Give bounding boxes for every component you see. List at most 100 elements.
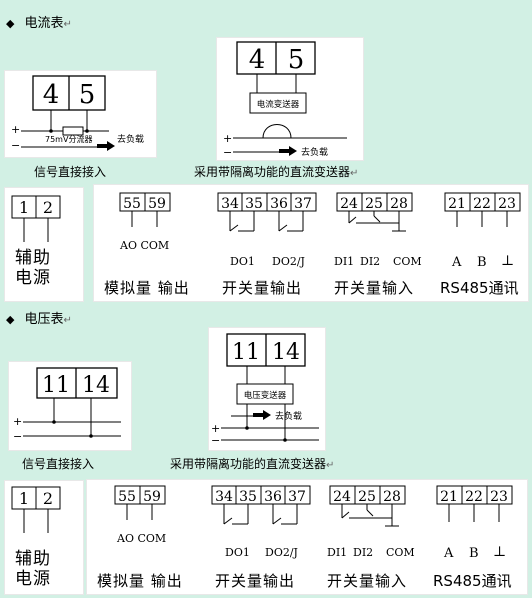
terminal-number: 5 [288, 45, 305, 75]
switch-input-label: 开关量输入 [327, 572, 408, 590]
aux-power-terminals: 1 2 [11, 195, 61, 242]
voltage-meter-heading: ◆电压表↵ [6, 312, 72, 327]
voltage-direct-wiring: 11 14 + − [13, 367, 121, 443]
terminal-number: 22 [465, 489, 483, 505]
voltage-io-panel: 55 59 34 35 36 37 24 25 28 [86, 479, 528, 595]
current-meter-heading: ◆电流表↵ [6, 16, 72, 31]
current-io-wiring: 55 59 34 35 36 37 24 25 28 [119, 192, 521, 232]
terminal-number: 34 [215, 489, 233, 505]
load-label: 去负载 [301, 146, 328, 158]
terminal-number: 34 [221, 196, 239, 212]
minus-sign: − [211, 434, 220, 447]
terminal-number: 1 [19, 489, 29, 508]
terminal-number: 14 [272, 340, 300, 365]
current-direct-diagram: 4 5 + − 75mV分流器 去负载 [4, 70, 157, 158]
shunt-label: 75mV分流器 [45, 134, 92, 144]
terminal-number: 59 [148, 196, 166, 212]
terminal-number: 21 [448, 196, 466, 212]
rs485-a-signal: A [452, 255, 462, 270]
do1-signal: DO1 [230, 255, 255, 268]
analog-output-label: 模拟量 输出 [104, 279, 190, 297]
terminal-number: 4 [249, 45, 266, 75]
di1-signal: DI1 [327, 546, 348, 559]
terminal-number: 25 [365, 196, 383, 212]
terminal-number: 55 [118, 489, 136, 505]
di1-signal: DI1 [334, 255, 355, 268]
current-aux-power-panel: 1 2 辅助 电源 [4, 187, 84, 302]
voltage-direct-caption: 信号直接接入 [22, 457, 95, 471]
current-isolated-diagram: 4 5 电流变送器 + − 去负载 [216, 37, 364, 161]
terminal-number: 11 [232, 340, 260, 365]
minus-sign: − [13, 430, 22, 443]
load-label: 去负载 [275, 410, 302, 422]
rs485-b-signal: B [477, 255, 487, 270]
aux-power-label: 辅助 电源 [15, 549, 51, 589]
terminal-number: 14 [82, 373, 110, 398]
voltage-aux-power-panel: 1 2 辅助 电源 [4, 480, 84, 595]
analog-signals: AO COM [120, 239, 170, 252]
switch-input-label: 开关量输入 [334, 279, 415, 297]
voltage-isolated-diagram: 11 14 电压变送器 去负载 + − [208, 327, 326, 451]
terminal-number: 24 [333, 489, 351, 505]
terminal-number: 28 [390, 196, 408, 212]
terminal-number: 55 [123, 196, 141, 212]
minus-sign: − [223, 146, 232, 159]
terminal-number: 28 [383, 489, 401, 505]
terminal-number: 1 [19, 198, 29, 217]
current-isolated-caption: 采用带隔离功能的直流变送器↵ [194, 165, 359, 179]
com-signal: COM [393, 255, 422, 268]
current-io-panel: 55 59 34 35 36 37 24 25 28 [93, 184, 529, 302]
voltage-isolated-caption: 采用带隔离功能的直流变送器↵ [170, 457, 335, 471]
terminal-number: 5 [79, 80, 96, 110]
terminal-number: 4 [43, 80, 60, 110]
terminal-number: 35 [245, 196, 263, 212]
load-label: 去负载 [117, 133, 144, 145]
diamond-bullet-icon: ◆ [6, 313, 15, 326]
plus-sign: + [211, 422, 220, 435]
rs485-b-signal: B [469, 546, 479, 561]
terminal-number: 23 [498, 196, 516, 212]
com-signal: COM [386, 546, 415, 559]
switch-output-label: 开关量输出 [222, 279, 303, 297]
rs485-label: RS485通讯 [433, 572, 512, 590]
terminal-number: 24 [340, 196, 358, 212]
di2-signal: DI2 [360, 255, 381, 268]
aux-power-label: 辅助 电源 [15, 248, 51, 288]
voltage-io-wiring: 55 59 34 35 36 37 24 25 28 [114, 485, 513, 527]
current-direct-wiring: 4 5 + − 75mV分流器 去负载 [11, 75, 144, 152]
current-direct-caption: 信号直接接入 [34, 165, 107, 179]
switch-output-label: 开关量输出 [215, 572, 296, 590]
do2-signal: DO2/J [272, 255, 305, 268]
voltage-isolated-wiring: 11 14 电压变送器 去负载 + − [211, 333, 319, 447]
terminal-number: 11 [42, 373, 70, 398]
terminal-number: 36 [264, 489, 282, 505]
plus-sign: + [11, 123, 20, 136]
terminal-number: 37 [294, 196, 312, 212]
minus-sign: − [11, 139, 20, 152]
analog-output-label: 模拟量 输出 [97, 572, 183, 590]
aux-power-terminals: 1 2 [11, 486, 61, 533]
analog-signals: AO COM [117, 532, 167, 545]
rs485-label: RS485通讯 [440, 279, 519, 297]
terminal-number: 35 [239, 489, 257, 505]
transmitter-label: 电流变送器 [257, 99, 300, 110]
plus-sign: + [13, 415, 22, 428]
diamond-bullet-icon: ◆ [6, 17, 15, 30]
terminal-number: 2 [43, 489, 53, 508]
rs485-a-signal: A [444, 546, 454, 561]
terminal-number: 25 [358, 489, 376, 505]
terminal-number: 23 [490, 489, 508, 505]
terminal-number: 36 [270, 196, 288, 212]
di2-signal: DI2 [353, 546, 374, 559]
transmitter-label: 电压变送器 [244, 390, 287, 401]
terminal-number: 2 [43, 198, 53, 217]
plus-sign: + [223, 132, 232, 145]
ground-icon: ⊥ [493, 544, 507, 560]
terminal-number: 59 [143, 489, 161, 505]
do2-signal: DO2/J [265, 546, 298, 559]
do1-signal: DO1 [225, 546, 250, 559]
voltage-direct-diagram: 11 14 + − [8, 361, 132, 451]
ground-icon: ⊥ [501, 253, 515, 269]
current-isolated-wiring: 4 5 电流变送器 + − 去负载 [223, 41, 347, 159]
terminal-number: 21 [440, 489, 458, 505]
